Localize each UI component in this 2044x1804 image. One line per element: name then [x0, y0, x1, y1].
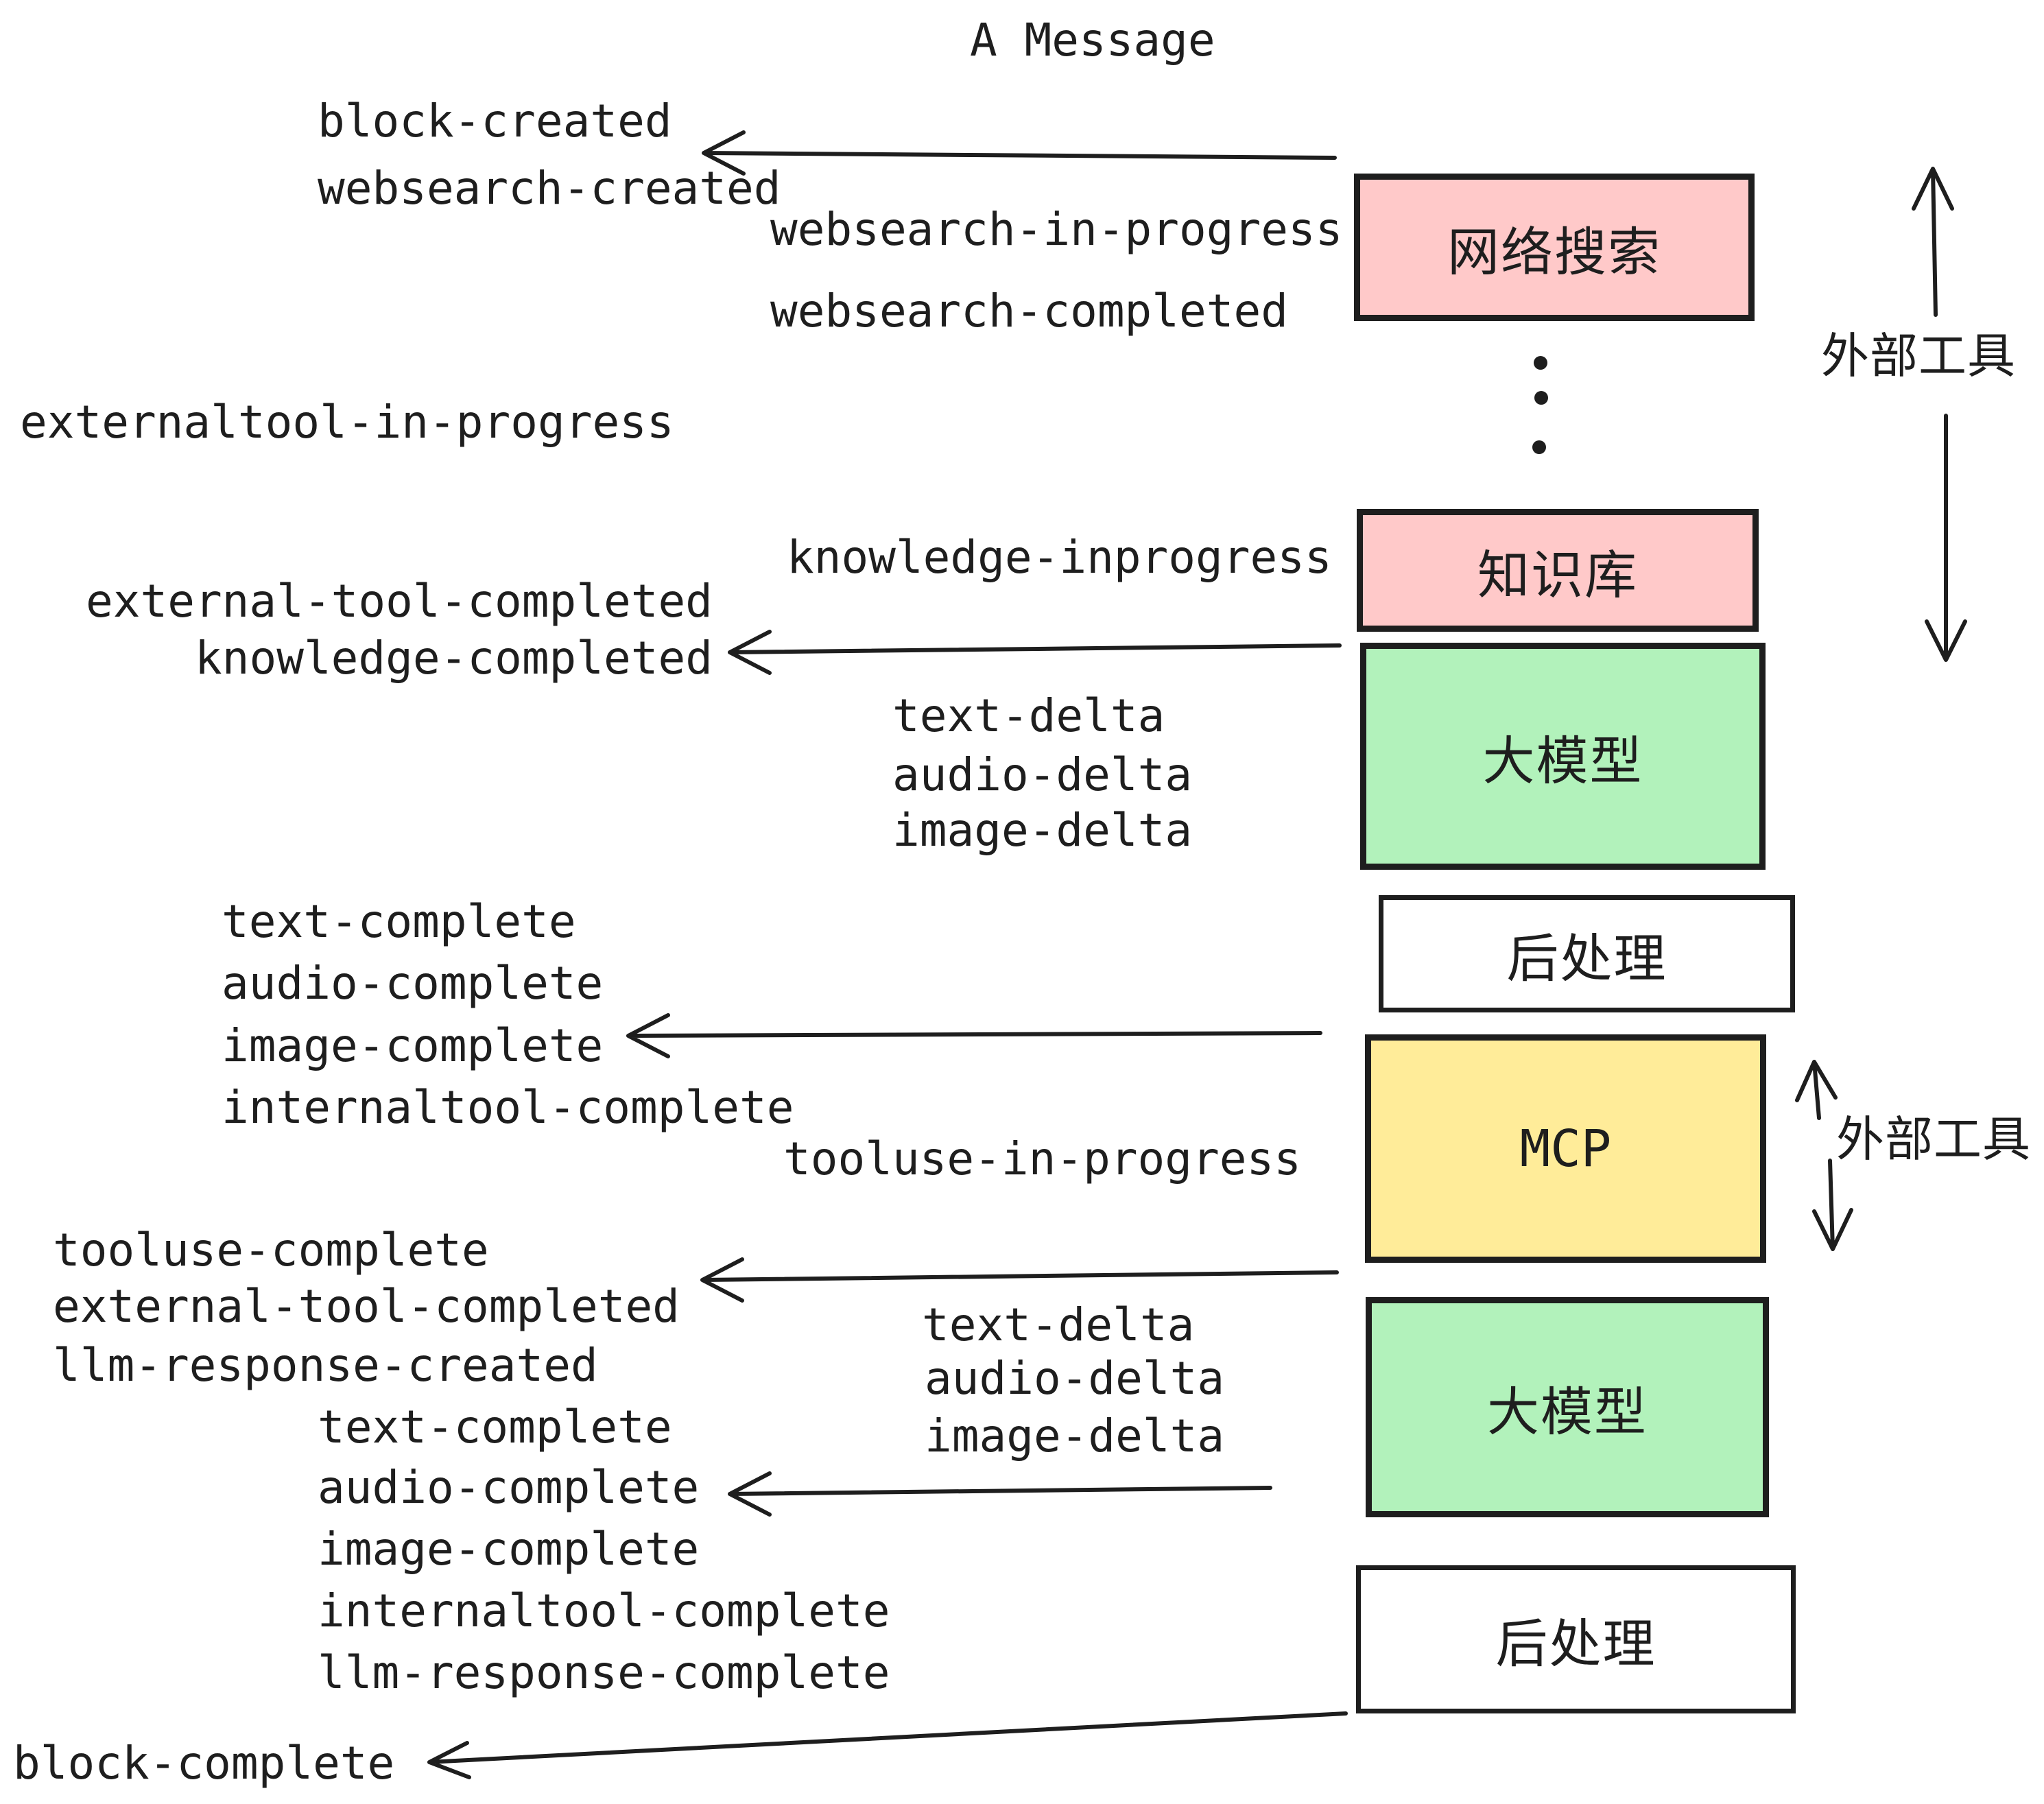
event-label-block-complete: block-complete: [13, 1737, 395, 1790]
arrow-external-tools-mid-down: [1812, 1159, 1853, 1251]
arrow-post2-to-block-complete: [427, 1711, 1348, 1779]
event-label-audio-delta-1: audio-delta: [892, 748, 1193, 801]
arrow-external-tools-down: [1925, 414, 1967, 662]
box-post-processing-2: 后处理: [1356, 1565, 1796, 1713]
box-post-processing-1: 后处理: [1379, 895, 1795, 1012]
event-label-knowledge-completed: knowledge-completed: [195, 632, 713, 685]
box-llm-2-label: 大模型: [1487, 1383, 1648, 1442]
event-label-text-complete-2: text-complete: [318, 1401, 672, 1453]
event-label-websearch-created: websearch-created: [318, 162, 781, 215]
event-label-audio-delta-2: audio-delta: [925, 1352, 1225, 1405]
box-web-search: 网络搜索: [1354, 174, 1755, 321]
event-label-image-complete-2: image-complete: [318, 1523, 700, 1576]
event-label-audio-complete-2: audio-complete: [318, 1461, 700, 1514]
arrow-external-tools-mid-up: [1795, 1060, 1838, 1120]
event-label-knowledge-inprogress: knowledge-inprogress: [787, 531, 1332, 584]
event-label-audio-complete-1: audio-complete: [222, 957, 604, 1010]
box-post-processing-2-label: 后处理: [1495, 1615, 1656, 1674]
event-label-text-delta-1: text-delta: [892, 689, 1165, 742]
arrow-mcp-to-image-complete: [626, 1013, 1322, 1058]
event-label-block-created: block-created: [318, 95, 672, 147]
arrow-llm1-to-knowledge-completed: [728, 630, 1342, 675]
box-knowledge-base-label: 知识库: [1477, 546, 1638, 605]
box-post-processing-1-label: 后处理: [1506, 929, 1667, 988]
event-label-image-complete-1: image-complete: [222, 1019, 604, 1072]
arrow-websearch-to-block-created: [702, 130, 1337, 176]
event-label-llm-response-complete: llm-response-complete: [318, 1646, 890, 1699]
event-label-websearch-in-progress: websearch-in-progress: [770, 203, 1343, 256]
box-llm-2: 大模型: [1366, 1297, 1769, 1517]
event-label-internaltool-complete-2: internaltool-complete: [318, 1585, 890, 1637]
event-label-external-tool-completed-2: external-tool-completed: [53, 1280, 680, 1333]
event-label-image-delta-2: image-delta: [925, 1410, 1225, 1462]
event-label-text-delta-2: text-delta: [922, 1298, 1195, 1351]
box-llm-1-label: 大模型: [1482, 732, 1643, 791]
box-mcp: MCP: [1365, 1034, 1766, 1263]
event-label-llm-response-created: llm-response-created: [53, 1339, 598, 1392]
box-mcp-label: MCP: [1519, 1119, 1612, 1178]
event-label-externaltool-in-progress: externaltool-in-progress: [20, 396, 674, 449]
box-llm-1: 大模型: [1360, 643, 1766, 870]
event-label-internaltool-complete-1: internaltool-complete: [222, 1081, 794, 1134]
event-label-websearch-completed: websearch-completed: [770, 285, 1288, 337]
side-label-external-tools-mid: 外部工具: [1836, 1113, 2031, 1166]
event-label-text-complete-1: text-complete: [222, 895, 576, 948]
diagram-title: A Message: [970, 14, 1215, 67]
box-web-search-label: 网络搜索: [1447, 223, 1661, 282]
arrow-mcp-to-tooluse-complete: [700, 1257, 1339, 1303]
box-knowledge-base: 知识库: [1357, 509, 1759, 632]
vertical-ellipsis: [1532, 356, 1548, 454]
side-label-external-tools-top: 外部工具: [1821, 329, 2016, 383]
event-label-external-tool-completed-1: external-tool-completed: [86, 575, 713, 628]
event-label-tooluse-in-progress: tooluse-in-progress: [783, 1132, 1301, 1185]
arrow-llm2-to-audio-complete: [728, 1471, 1272, 1517]
event-label-image-delta-1: image-delta: [892, 804, 1193, 857]
arrow-external-tools-up: [1912, 167, 1954, 317]
event-label-tooluse-complete: tooluse-complete: [53, 1224, 489, 1277]
